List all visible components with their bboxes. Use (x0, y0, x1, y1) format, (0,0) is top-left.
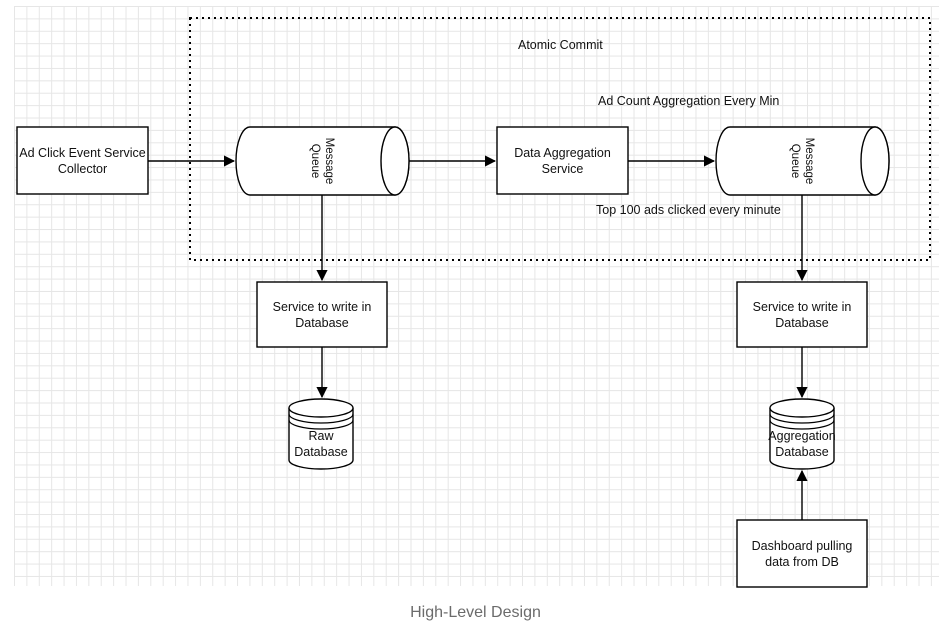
writer-2-box (736, 281, 868, 348)
writer-1-label: Service to write in Database (272, 299, 372, 330)
dashboard-box (736, 519, 868, 588)
dashboard-label: Dashboard pulling data from DB (751, 538, 853, 569)
writer-1-box (256, 281, 388, 348)
message-queue-1-shape (235, 126, 410, 196)
aggregation-database-shape (769, 398, 835, 470)
aggregation-service-label: Data Aggregation Service (514, 145, 611, 176)
figure-caption: High-Level Design (410, 604, 541, 621)
raw-database-label: Raw Database (294, 429, 348, 459)
aggregation-database-label: Aggregation Database (768, 429, 836, 459)
writer-2-label: Service to write in Database (752, 299, 852, 330)
message-queue-2-shape (715, 126, 890, 196)
top-ads-note: Top 100 ads clicked every minute (596, 203, 781, 217)
raw-database-shape (288, 398, 354, 470)
collector-label: Ad Click Event Service Collector (19, 145, 146, 176)
message-queue-2-label: Message Queue (789, 137, 815, 185)
atomic-commit-label: Atomic Commit (518, 38, 603, 52)
message-queue-1-label: Message Queue (309, 137, 335, 185)
atomic-commit-group (189, 17, 931, 261)
aggregation-note: Ad Count Aggregation Every Min (598, 94, 780, 108)
